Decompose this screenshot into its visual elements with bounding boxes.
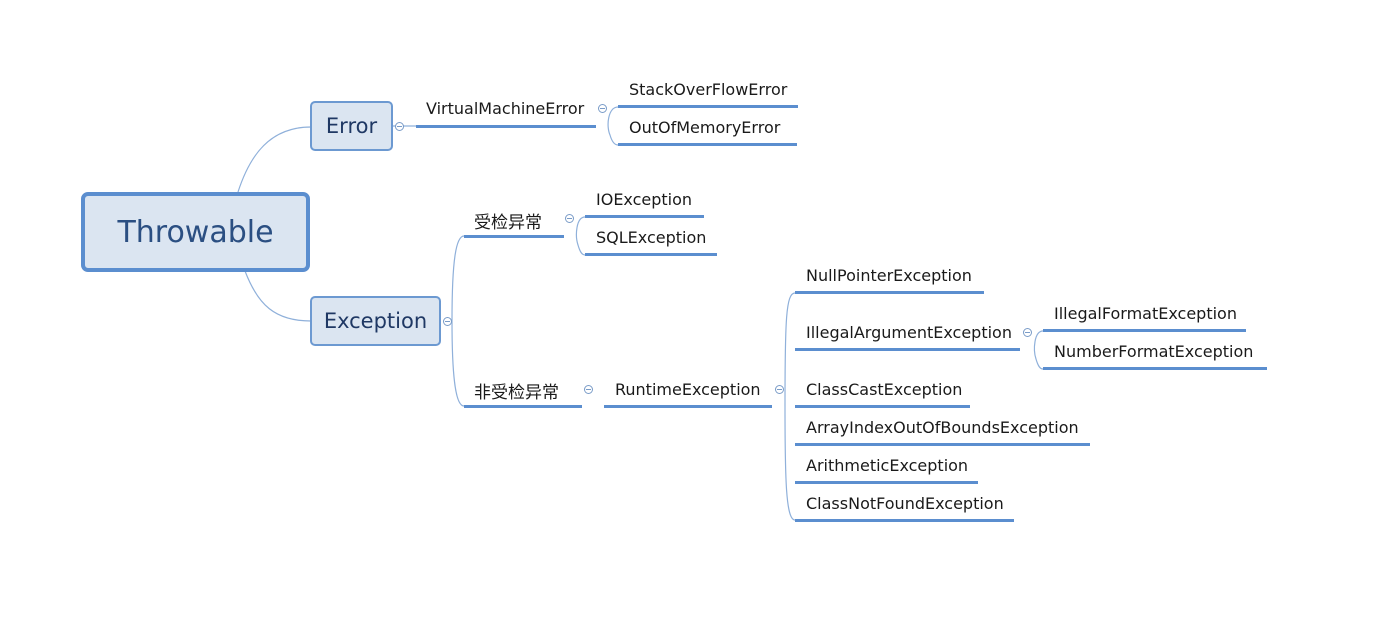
underline <box>464 235 564 238</box>
underline <box>1043 367 1267 370</box>
underline <box>795 405 970 408</box>
node-number-format-exception[interactable]: NumberFormatException <box>1054 342 1254 361</box>
collapse-unchecked-icon[interactable] <box>584 385 593 394</box>
node-runtime-exception[interactable]: RuntimeException <box>615 380 761 399</box>
collapse-illegal-argument-icon[interactable] <box>1023 328 1032 337</box>
node-class-not-found-exception[interactable]: ClassNotFoundException <box>806 494 1004 513</box>
underline <box>585 253 717 256</box>
underline <box>416 125 596 128</box>
underline <box>604 405 772 408</box>
collapse-exception-icon[interactable] <box>443 317 452 326</box>
topic-error-label: Error <box>325 114 378 138</box>
underline <box>795 348 1020 351</box>
node-illegal-format-exception[interactable]: IllegalFormatException <box>1054 304 1237 323</box>
underline <box>464 405 582 408</box>
underline <box>795 443 1090 446</box>
node-virtual-machine-error[interactable]: VirtualMachineError <box>426 99 585 118</box>
collapse-checked-icon[interactable] <box>565 214 574 223</box>
underline <box>618 143 797 146</box>
connector-checked-leaves <box>575 216 586 256</box>
node-checked-exceptions[interactable]: 受检异常 <box>474 213 542 233</box>
node-sql-exception[interactable]: SQLException <box>596 228 707 247</box>
underline <box>585 215 704 218</box>
node-array-index-out-of-bounds-exception[interactable]: ArrayIndexOutOfBoundsException <box>806 418 1079 437</box>
node-unchecked-exceptions[interactable]: 非受检异常 <box>474 383 559 403</box>
underline <box>795 519 1014 522</box>
root-topic-label: Throwable <box>117 214 274 250</box>
collapse-runtime-icon[interactable] <box>775 385 784 394</box>
collapse-vm-icon[interactable] <box>598 104 607 113</box>
underline <box>1043 329 1246 332</box>
topic-exception[interactable]: Exception <box>310 296 441 346</box>
underline <box>795 291 984 294</box>
root-topic-throwable[interactable]: Throwable <box>81 192 310 272</box>
connector-runtime-children <box>784 292 796 521</box>
topic-error[interactable]: Error <box>310 101 393 151</box>
node-illegal-argument-exception[interactable]: IllegalArgumentException <box>806 323 1012 342</box>
topic-exception-label: Exception <box>323 309 428 333</box>
connector-illegal-children <box>1033 330 1044 370</box>
collapse-error-icon[interactable] <box>395 122 404 131</box>
underline <box>618 105 798 108</box>
connector-root-exception <box>244 270 312 322</box>
connector-root-error <box>237 126 312 193</box>
connector-exception-branches <box>451 235 465 407</box>
node-stack-overflow-error[interactable]: StackOverFlowError <box>629 80 788 99</box>
node-io-exception[interactable]: IOException <box>596 190 693 209</box>
underline <box>795 481 978 484</box>
node-arithmetic-exception[interactable]: ArithmeticException <box>806 456 969 475</box>
node-class-cast-exception[interactable]: ClassCastException <box>806 380 963 399</box>
connector-vm-leaves <box>607 106 619 146</box>
node-out-of-memory-error[interactable]: OutOfMemoryError <box>629 118 781 137</box>
node-null-pointer-exception[interactable]: NullPointerException <box>806 266 972 285</box>
